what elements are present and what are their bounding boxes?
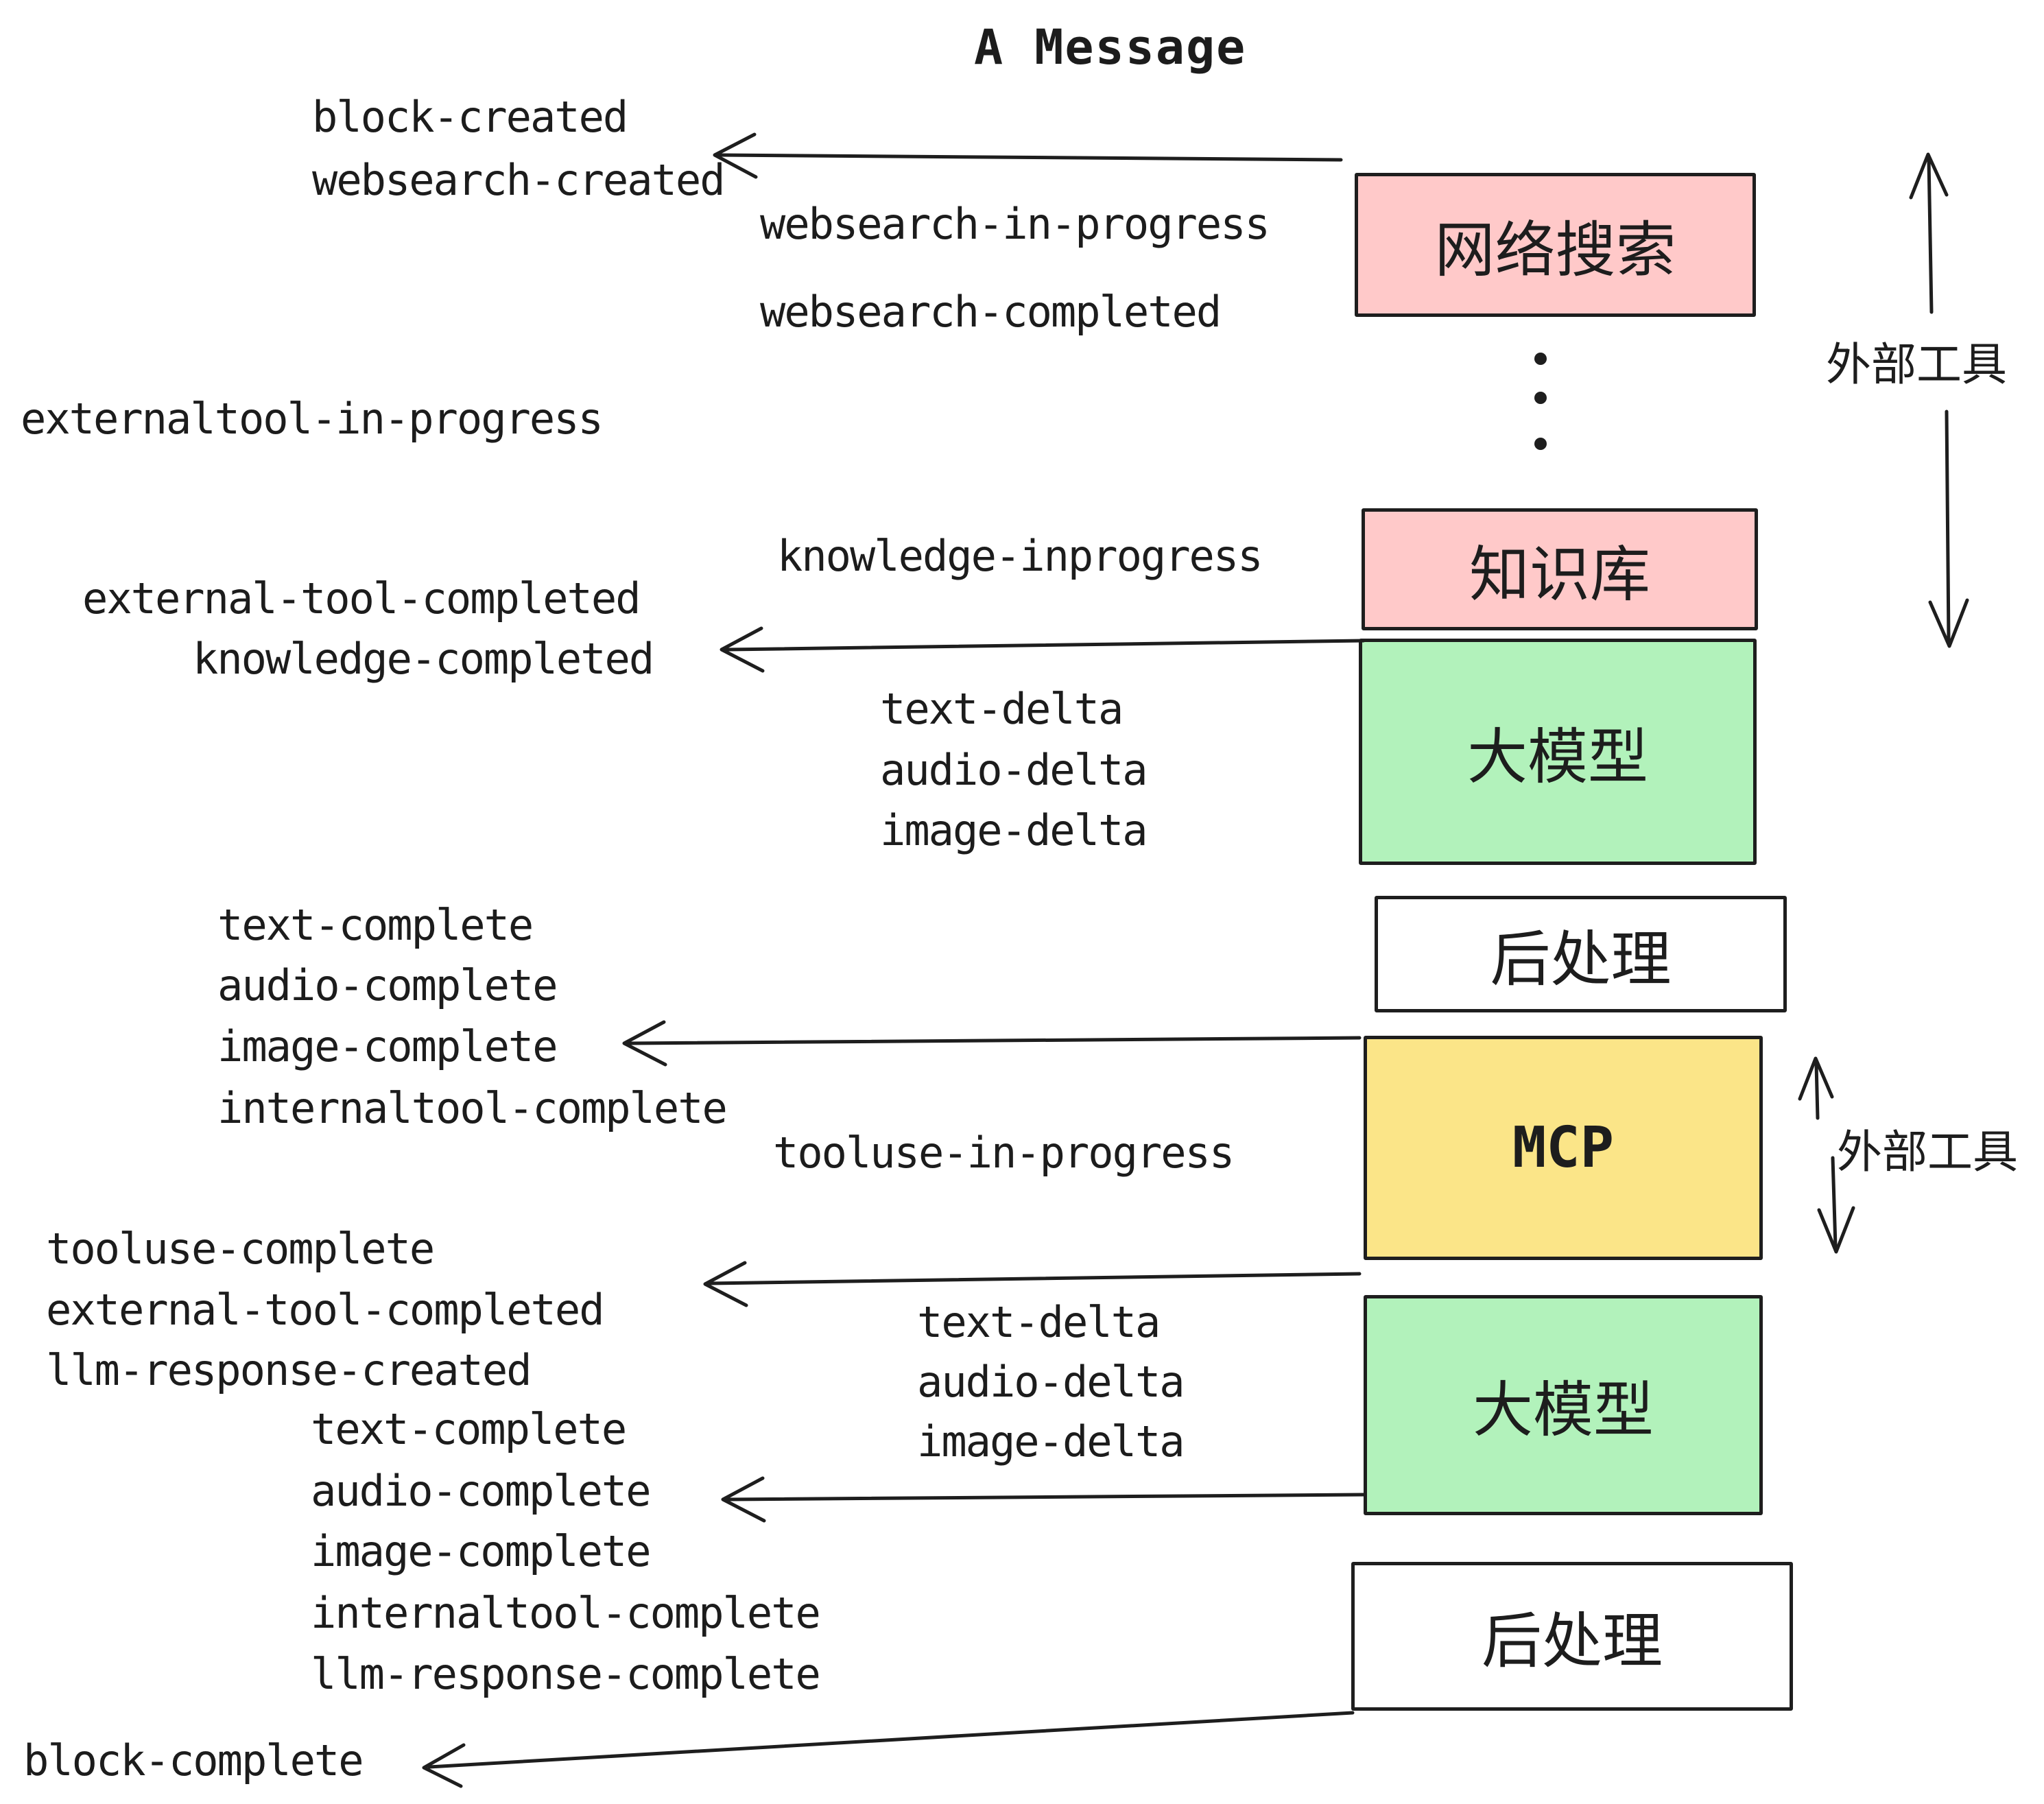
event-text-delta-2: text-delta <box>917 1297 1161 1347</box>
event-audio-complete-2: audio-complete <box>311 1466 652 1516</box>
event-audio-delta-1: audio-delta <box>880 745 1148 795</box>
ellipsis-dot <box>1534 392 1547 404</box>
arrowhead-block-complete-icon <box>422 1743 466 1788</box>
box-websearch: 网络搜索 <box>1355 173 1756 317</box>
arrowhead-knowledge-completed-icon <box>720 626 765 673</box>
arrow-external-tools-up-icon <box>1927 157 1934 314</box>
event-internaltool-complete-1: internaltool-complete <box>217 1083 728 1133</box>
event-websearch-in-progress: websearch-in-progress <box>760 199 1270 249</box>
box-llm-2-label: 大模型 <box>1472 1375 1654 1445</box>
box-postprocess-1-label: 后处理 <box>1490 923 1672 995</box>
arrowhead-mcp-external-down-icon <box>1817 1206 1855 1254</box>
event-external-tool-completed-1: external-tool-completed <box>82 573 641 624</box>
event-image-complete-1: image-complete <box>217 1021 558 1071</box>
event-text-delta-1: text-delta <box>880 684 1124 734</box>
arrowhead-external-tools-up-icon <box>1909 152 1949 200</box>
event-llm-response-created: llm-response-created <box>46 1345 532 1395</box>
arrowhead-image-complete-icon <box>622 1020 667 1067</box>
arrow-external-tools-down-icon <box>1945 410 1951 643</box>
event-tooluse-complete: tooluse-complete <box>46 1224 435 1274</box>
event-image-complete-2: image-complete <box>311 1526 652 1576</box>
box-postprocess-1: 后处理 <box>1375 896 1787 1012</box>
box-llm-2: 大模型 <box>1364 1295 1763 1515</box>
arrow-audio-complete-icon <box>726 1493 1366 1502</box>
arrow-tooluse-complete-icon <box>709 1272 1362 1285</box>
arrowhead-external-tools-down-icon <box>1928 598 1969 648</box>
box-knowledge-label: 知识库 <box>1469 538 1650 610</box>
event-websearch-created: websearch-created <box>312 155 726 205</box>
box-postprocess-2: 后处理 <box>1351 1562 1793 1711</box>
arrow-mcp-external-up-icon <box>1814 1061 1820 1120</box>
event-block-complete: block-complete <box>23 1735 364 1785</box>
box-mcp-label: MCP <box>1512 1115 1615 1180</box>
event-text-complete-1: text-complete <box>217 900 534 950</box>
arrow-block-complete-icon <box>427 1711 1355 1769</box>
event-audio-delta-2: audio-delta <box>917 1357 1185 1407</box>
side-label-external-tools-top: 外部工具 <box>1826 338 2007 391</box>
ellipsis-dot <box>1534 353 1547 365</box>
box-knowledge: 知识库 <box>1362 508 1758 630</box>
box-websearch-label: 网络搜索 <box>1434 214 1676 285</box>
event-websearch-completed: websearch-completed <box>760 287 1222 337</box>
event-block-created: block-created <box>312 92 628 142</box>
arrowhead-tooluse-complete-icon <box>703 1261 748 1307</box>
arrow-websearch-to-created-icon <box>717 153 1343 162</box>
event-llm-response-complete: llm-response-complete <box>311 1649 821 1699</box>
arrow-mcp-external-down-icon <box>1831 1156 1838 1248</box>
event-externaltool-in-progress: externaltool-in-progress <box>21 394 604 444</box>
arrow-knowledge-completed-icon <box>725 639 1366 652</box>
diagram-title: A Message <box>974 19 1247 75</box>
event-text-complete-2: text-complete <box>311 1404 627 1454</box>
event-knowledge-completed: knowledge-completed <box>193 634 654 684</box>
arrow-image-complete-icon <box>628 1036 1362 1045</box>
box-llm-1: 大模型 <box>1359 639 1757 865</box>
event-internaltool-complete-2: internaltool-complete <box>311 1588 821 1638</box>
event-image-delta-2: image-delta <box>917 1416 1185 1467</box>
box-postprocess-2-label: 后处理 <box>1481 1606 1663 1676</box>
arrowhead-audio-complete-icon <box>721 1476 766 1523</box>
box-llm-1-label: 大模型 <box>1466 721 1648 792</box>
event-knowledge-inprogress: knowledge-inprogress <box>777 531 1263 581</box>
side-label-external-tools-mcp: 外部工具 <box>1837 1126 2018 1178</box>
event-tooluse-in-progress: tooluse-in-progress <box>773 1128 1235 1178</box>
box-mcp: MCP <box>1364 1036 1763 1260</box>
event-image-delta-1: image-delta <box>880 805 1148 855</box>
arrowhead-mcp-external-up-icon <box>1798 1056 1834 1101</box>
event-external-tool-completed-2: external-tool-completed <box>46 1285 605 1335</box>
event-audio-complete-1: audio-complete <box>217 960 558 1010</box>
ellipsis-dot <box>1534 438 1547 450</box>
